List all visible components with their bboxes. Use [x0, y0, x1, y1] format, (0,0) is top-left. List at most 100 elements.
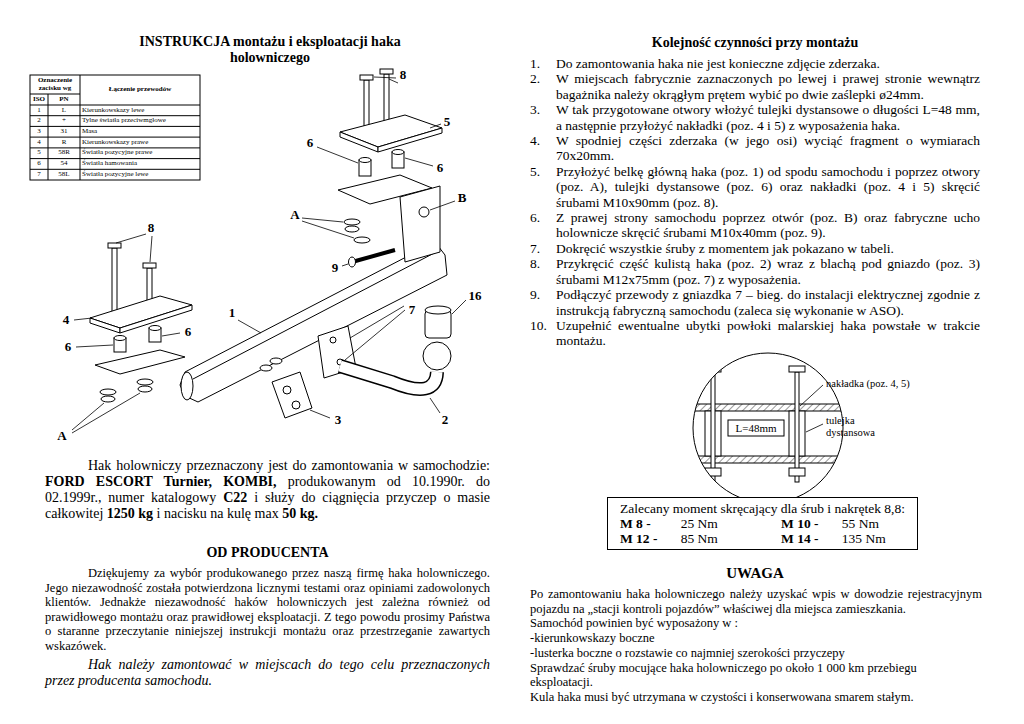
table-cell: 6	[30, 159, 48, 170]
main-beam	[180, 242, 447, 402]
table-cell: 7	[30, 169, 48, 180]
leader-line	[72, 403, 104, 430]
description-paragraph: Hak holowniczy przeznaczony jest do zamo…	[45, 458, 490, 522]
right-plate	[340, 132, 378, 152]
torque-text: 55 Nm	[842, 516, 905, 531]
step-text: Uzupełnić ewentualne ubytki powłoki mala…	[556, 318, 980, 349]
callout-number: 8	[140, 220, 162, 236]
wiring-table	[30, 147, 200, 148]
table-cell: 1	[30, 105, 48, 116]
callout-number: 2	[434, 412, 456, 428]
right-mounting-bolts	[380, 69, 393, 74]
torque-text: 85 Nm	[681, 531, 737, 546]
table-cell: 54	[48, 159, 80, 170]
step-number: 1.	[530, 56, 556, 71]
callout-number: 6	[177, 324, 199, 340]
note-line: Po zamontowaniu haka holowniczego należy…	[530, 587, 982, 616]
torque-text: Zalecany moment skręcający dla śrub i na…	[620, 501, 905, 516]
right-plate	[378, 128, 442, 152]
hook-neck	[340, 366, 437, 389]
step-row: 10.Uzupełnić ewentualne ubytki powłoki m…	[530, 318, 980, 349]
table-cell: Oznaczenie zacisku wg	[30, 75, 80, 94]
callout-number: 6	[429, 160, 451, 176]
table-cell: Światła pozycyjne prawe	[80, 148, 200, 159]
step-number: 8.	[530, 256, 556, 287]
right-spacers	[359, 158, 371, 163]
step-row: 2.W miejscach fabrycznie zaznaczonych po…	[530, 71, 980, 102]
wiring-table	[30, 75, 200, 180]
callout-number: 6	[57, 339, 79, 355]
wiring-table	[30, 158, 200, 159]
right-mounting-bolts	[360, 75, 373, 80]
step-text: W miejscach fabrycznie zaznaczonych po l…	[556, 71, 980, 102]
table-cell: 58R	[48, 148, 80, 159]
socket-plate	[283, 386, 291, 394]
description-text: C22	[223, 490, 247, 505]
description-text: i nacisku na kulę max	[157, 506, 279, 521]
leader-line	[116, 234, 146, 243]
leader-line	[238, 320, 261, 333]
side-bracket	[400, 186, 440, 262]
section-heading: UWAGA	[530, 565, 980, 582]
wiring-table	[30, 75, 200, 180]
callout-number: 16	[464, 288, 486, 304]
leader-line	[317, 147, 358, 163]
detail-view	[711, 372, 715, 482]
callout-number: 1	[221, 305, 243, 321]
description-text: Hak holowniczy przeznaczony jest do zamo…	[88, 458, 490, 473]
hook-mount	[330, 337, 336, 343]
torque-text: M 10 -	[781, 516, 838, 531]
leader-line	[430, 398, 440, 413]
section-heading: OD PRODUCENTA	[45, 545, 490, 561]
right-spacers	[392, 150, 404, 155]
step-number: 9.	[530, 287, 556, 318]
wiring-table	[80, 75, 81, 180]
table-cell: +	[48, 116, 80, 127]
callout-number: B	[451, 190, 473, 206]
step-row: 4.W spodniej części zderzaka (w jego osi…	[530, 133, 980, 164]
callout-number: 5	[436, 114, 458, 130]
left-washers	[100, 379, 153, 402]
socket-plate	[292, 401, 300, 409]
left-plate	[90, 318, 120, 333]
wiring-table	[30, 126, 200, 127]
leader-line	[310, 410, 330, 418]
table-cell: Kierunkowskazy prawe	[80, 137, 200, 148]
hook-neck	[340, 366, 437, 389]
description-text: 1250 kg	[107, 506, 153, 521]
left-spacers	[114, 326, 161, 353]
left-mounting-bolts	[143, 263, 156, 268]
note-line: -lusterka boczne o rozstawie co najmniej…	[530, 646, 982, 661]
callout-number: 4	[55, 312, 77, 328]
leader-line	[302, 218, 343, 222]
callout-number: 9	[324, 260, 346, 276]
steps-list: 1.Do zamontowania haka nie jest konieczn…	[530, 56, 980, 349]
wiring-table	[30, 105, 200, 106]
leader-line	[72, 77, 466, 433]
table-cell: Łączenie przewodów	[80, 75, 200, 105]
detail-view	[800, 385, 823, 406]
torque-text: 135 Nm	[842, 531, 905, 546]
note-line: Samochód powinien być wyposażony w :	[530, 616, 982, 631]
table-cell: 58L	[48, 169, 80, 180]
table-cell: Światła pozycyjne lewe	[80, 169, 200, 180]
left-washers	[137, 379, 153, 385]
leader-line	[302, 221, 354, 238]
step-number: 10.	[530, 318, 556, 349]
detail-view	[789, 366, 805, 372]
manufacturer-note: Dziękujemy za wybór produkowanego przez …	[45, 566, 490, 653]
step-row: 3.W tak przygotowane otwory włożyć tulej…	[530, 102, 980, 133]
tow-ball	[423, 342, 451, 370]
leader-line	[74, 318, 92, 320]
callout-number: A	[284, 207, 306, 223]
right-mounting-bolts	[384, 74, 389, 122]
socket-plate	[270, 358, 282, 364]
step-text: W tak przygotowane otwory włożyć tulejki…	[556, 102, 980, 133]
note-line: Sprawdzać śruby mocujące haka holownicze…	[530, 661, 982, 690]
step-number: 6.	[530, 210, 556, 241]
left-plate	[90, 296, 192, 333]
table-cell: Kierunkowskazy lewe	[80, 105, 200, 116]
section-heading: Kolejność czynności przy montażu	[530, 35, 980, 51]
note-line: Kula haka musi być utrzymana w czystości…	[530, 690, 982, 705]
